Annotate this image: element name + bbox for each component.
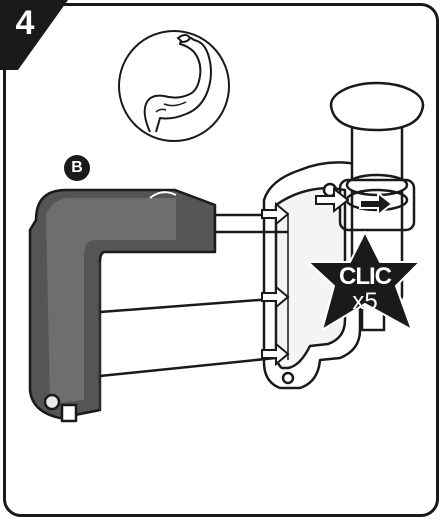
step-number: 4 <box>8 3 42 43</box>
clic-count: x5 <box>330 288 400 316</box>
part-b-label: B <box>64 155 90 181</box>
clic-label: CLIC <box>330 264 400 290</box>
flexed-arm-icon <box>116 28 232 144</box>
